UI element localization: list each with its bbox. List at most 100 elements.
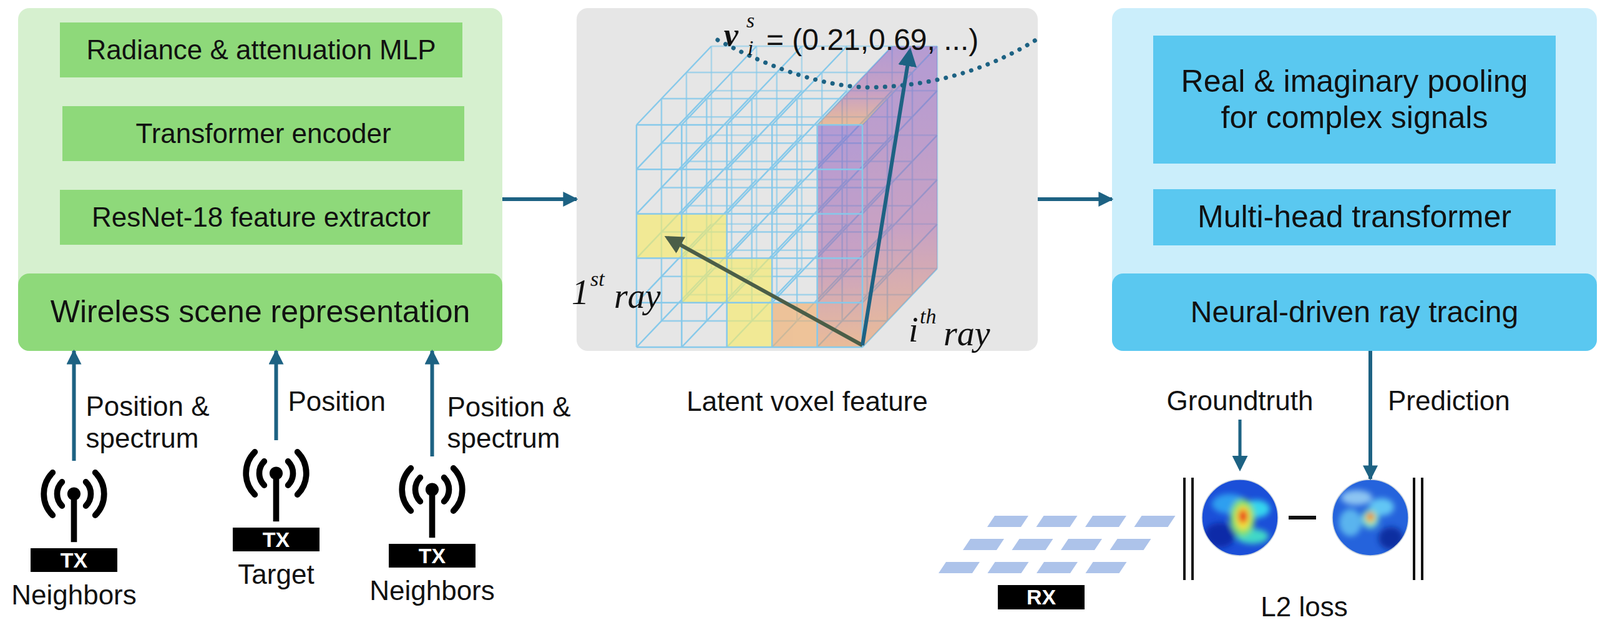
heatmap-node: Prediction: [1331, 478, 1410, 557]
antenna-mast: [71, 493, 78, 542]
wave-arc: [297, 451, 307, 495]
antenna-icon: [30, 460, 118, 545]
norm-bar: [1412, 477, 1416, 580]
voxel-depth: [636, 179, 938, 259]
antenna-waves: [401, 468, 463, 511]
rx-tile: [1134, 515, 1176, 527]
flow-arrow: [430, 350, 435, 457]
heatmap-base: [1331, 478, 1410, 557]
ray-arrow: [667, 237, 863, 346]
voxel-depth: [636, 46, 938, 125]
tx-tag: TX: [388, 543, 476, 568]
module-panel: Wireless scene representationRadiance & …: [18, 8, 503, 351]
antenna-waves: [43, 472, 105, 515]
flow-arrow: [1037, 197, 1113, 201]
heatmap-title: Prediction: [1387, 385, 1511, 417]
process-box: Multi-head transformer: [1153, 189, 1556, 246]
voxel-depth: [636, 134, 938, 214]
rx-tile: [1085, 561, 1127, 573]
heatmap-body: [1331, 478, 1410, 557]
norm-bar: [1183, 477, 1186, 580]
heatmap-rim: [1332, 479, 1409, 556]
voxel-cell: [726, 258, 772, 303]
ray-one-voxels: [636, 213, 818, 347]
voxel-column: [817, 124, 863, 347]
norm-bar: [1420, 477, 1424, 580]
voxel-column: [862, 46, 938, 347]
transmitter: TXTarget: [232, 439, 320, 552]
transmitter: TXNeighbors: [30, 460, 118, 572]
heatmap-blob: [1378, 526, 1404, 550]
wave-arc: [258, 461, 264, 485]
loss-label: L2 loss: [1254, 592, 1355, 621]
voxel-cell: [681, 213, 727, 258]
rx-tile: [987, 561, 1030, 573]
flow-arrow: [1368, 350, 1373, 479]
wave-arc: [245, 451, 255, 495]
receiver-tag: RX: [997, 584, 1085, 610]
ray-i-voxels: [817, 46, 938, 347]
edge-label: Position & spectrum: [447, 391, 591, 455]
heatmap: [1331, 478, 1410, 557]
rx-tile: [1085, 515, 1127, 527]
antenna-icon: [388, 456, 476, 541]
rx-tile: [1060, 538, 1103, 550]
wave-arc: [43, 472, 53, 515]
voxel-cell: [636, 213, 682, 258]
voxel-depth: [636, 268, 938, 347]
leader-arrow: [1238, 419, 1242, 469]
tx-role: Neighbors: [338, 574, 527, 607]
tx-tag: TX: [30, 547, 118, 572]
heatmap-blob: [1365, 511, 1376, 523]
tx-role: Target: [182, 558, 371, 591]
voxel-lattice: [636, 46, 938, 347]
voxel-panel: Latent voxel feature: [576, 8, 1038, 351]
box-label: Multi-head transformer: [1197, 199, 1512, 236]
heatmap-blob: [1235, 504, 1251, 530]
rx-tile: [1036, 561, 1078, 573]
voxel-slice: [686, 72, 913, 295]
wave-arc: [401, 468, 411, 511]
box-label: Real & imaginary pooling for complex sig…: [1175, 63, 1534, 136]
box-label: ResNet-18 feature extractor: [91, 201, 431, 234]
voxel-slice: [711, 46, 938, 269]
rx-tile: [1110, 538, 1152, 550]
rx-tile: [938, 561, 980, 573]
heatmap-rim: [1201, 479, 1279, 556]
process-box: Radiance & attenuation MLP: [59, 22, 463, 78]
flow-arrow: [274, 350, 279, 440]
tx-tag: TX: [232, 527, 320, 552]
antenna-waves: [245, 451, 307, 495]
antenna-mast: [273, 473, 280, 522]
panel-caption: Latent voxel feature: [576, 385, 1038, 418]
tx-role: Neighbors: [0, 579, 168, 611]
rx-tile: [987, 515, 1029, 527]
edge-label: Position & spectrum: [86, 390, 230, 454]
process-box: Transformer encoder: [62, 106, 465, 161]
edge-label: Position: [288, 385, 432, 418]
heatmap-blob: [1229, 498, 1255, 537]
antenna-icon: [232, 439, 320, 525]
voxel-cell: [771, 302, 817, 347]
rx-tile: [1036, 515, 1078, 527]
process-box: Real & imaginary pooling for complex sig…: [1153, 35, 1556, 164]
wave-arc: [95, 472, 105, 515]
wave-arc: [56, 481, 62, 506]
voxel-slice: [661, 98, 888, 321]
transmitter: TXNeighbors: [388, 456, 476, 568]
voxel-cell: [681, 258, 727, 303]
wave-arc: [414, 477, 420, 502]
box-label: Transformer encoder: [135, 117, 391, 150]
ray-arrow: [862, 51, 910, 346]
process-box: ResNet-18 feature extractor: [59, 189, 463, 245]
rx-tag: RX: [997, 584, 1085, 610]
flow-arrow: [502, 197, 577, 201]
flow-arrow: [72, 350, 77, 461]
box-label: Radiance & attenuation MLP: [86, 34, 436, 67]
voxel-cell: [726, 302, 772, 347]
heatmap: [1201, 478, 1279, 557]
wave-arc: [453, 468, 463, 511]
rx-tile: [962, 538, 1005, 550]
voxel-front-face: [636, 124, 863, 347]
